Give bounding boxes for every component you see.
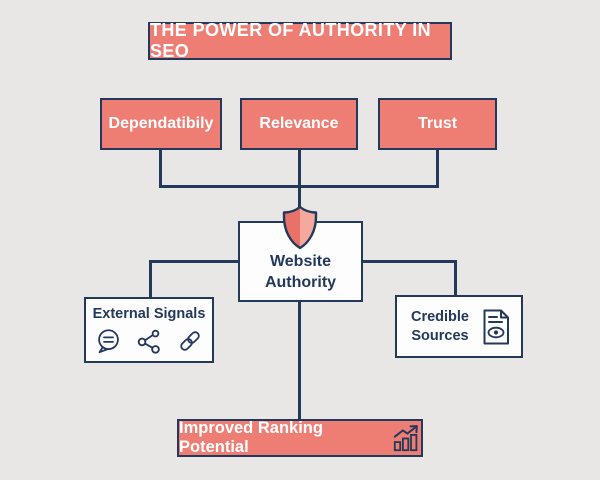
factor-label: Relevance [259, 115, 339, 132]
factor-box-dependability: Dependatibily [100, 98, 222, 150]
connector-factors-horizontal [159, 185, 439, 188]
connector-factor2-down [298, 150, 301, 208]
document-eye-icon [481, 308, 511, 346]
connector-right-horizontal [363, 260, 456, 263]
share-icon [136, 328, 162, 354]
credible-sources-label: Credible Sources [410, 309, 469, 344]
external-signals-box: External Signals [84, 297, 214, 363]
title-box: THE POWER OF AUTHORITY IN SEO [148, 20, 452, 61]
factor-label: Trust [417, 115, 458, 132]
factor-label: Dependatibily [108, 115, 214, 132]
connector-bottom-down [298, 302, 301, 419]
shield-icon [279, 204, 321, 251]
credible-sources-box: Credible Sources [395, 295, 523, 358]
connector-factor3-down [436, 150, 439, 188]
external-signals-label: External Signals [92, 306, 206, 322]
bar-chart-arrow-icon [392, 424, 421, 452]
speech-bubble-icon [95, 328, 122, 354]
connector-factor1-down [159, 150, 162, 188]
connector-left-horizontal [149, 260, 238, 263]
title-label: THE POWER OF AUTHORITY IN SEO [150, 20, 432, 61]
improved-ranking-label: Improved Ranking Potential [179, 419, 323, 456]
connector-right-down [454, 260, 457, 295]
link-icon [176, 328, 204, 354]
website-authority-label: Website Authority [264, 252, 337, 291]
factor-box-relevance: Relevance [240, 98, 358, 150]
connector-left-down [149, 260, 152, 297]
external-signals-icons [95, 328, 204, 354]
improved-ranking-box: Improved Ranking Potential [177, 419, 423, 457]
factor-box-trust: Trust [378, 98, 497, 150]
